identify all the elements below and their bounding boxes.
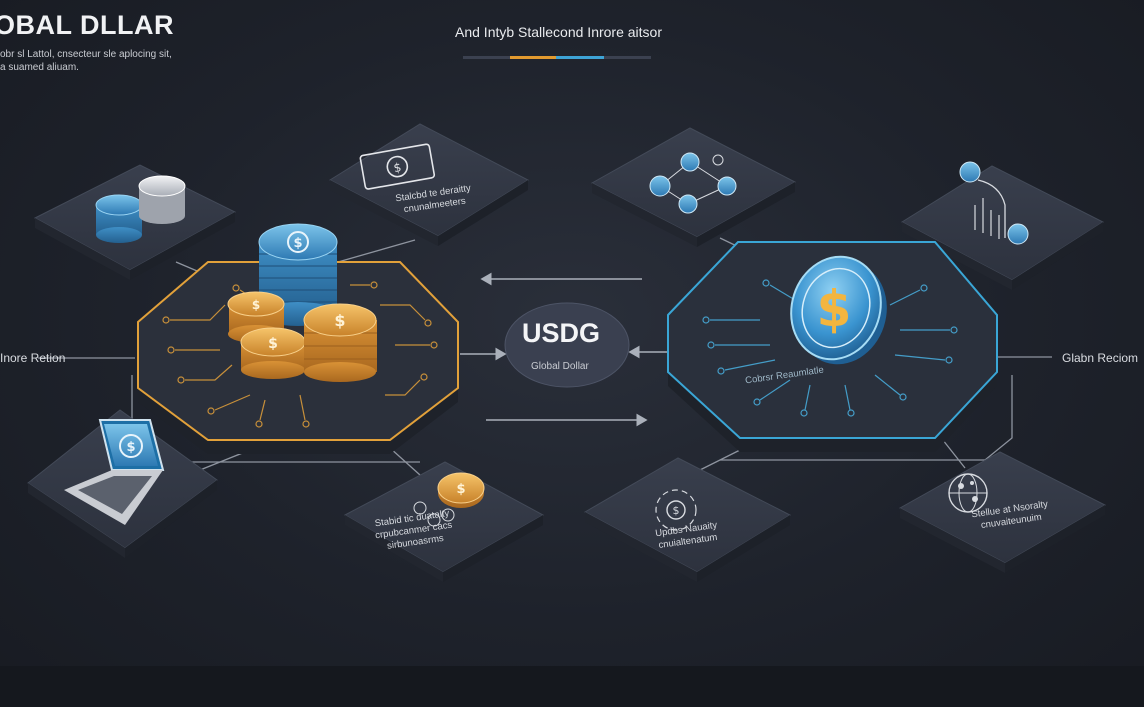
brand-title: OBAL DLLAR — [0, 10, 174, 40]
svg-text:$: $ — [817, 280, 852, 338]
usdg-subtitle: Global Dollar — [531, 361, 589, 372]
svg-text:$: $ — [293, 236, 302, 251]
globe-icon — [948, 473, 988, 513]
brand-subtitle: obr sl Lattol, cnsecteur sle aplocing si… — [0, 49, 172, 73]
gold-coin-stack-right: $ — [303, 303, 377, 382]
card-bottom-right-center — [583, 457, 792, 582]
svg-text:$: $ — [673, 504, 680, 517]
banknote-icon: $ — [359, 143, 436, 190]
left-platform: $ $ $ — [137, 223, 459, 454]
card-top-center — [328, 123, 530, 246]
flow-arrows — [460, 272, 668, 427]
svg-text:$: $ — [393, 160, 403, 175]
svg-text:$: $ — [126, 440, 135, 455]
right-platform: $ — [667, 241, 998, 452]
card-bottom-center — [343, 461, 545, 582]
region-label-right: Glabn Reciom — [1062, 351, 1139, 365]
header-title: And Intyb Stallecond Inrore aitsor — [455, 24, 663, 40]
svg-text:$: $ — [252, 298, 260, 312]
region-label-left: Inore Retion — [0, 351, 66, 365]
right-circuit-traces — [702, 279, 958, 417]
svg-text:$: $ — [334, 311, 345, 330]
network-nodes-icon — [649, 152, 737, 214]
gold-coin-stack-center: $ — [240, 327, 306, 379]
card-bottom-right — [898, 451, 1107, 573]
dollar-coin-icon: $ — [790, 255, 887, 365]
card-top-right-center — [590, 127, 797, 247]
svg-text:$: $ — [268, 336, 278, 352]
card-top-right — [900, 165, 1105, 290]
laptop-icon: $ — [64, 419, 165, 525]
svg-text:$: $ — [456, 482, 465, 497]
left-circuit-traces — [162, 281, 438, 428]
coin-stack-icon — [95, 175, 186, 243]
bottom-band — [0, 666, 1144, 707]
header-progress-bar — [463, 56, 651, 59]
usdg-node — [504, 302, 630, 388]
analytics-chart-icon — [959, 161, 1029, 245]
cycle-icon: $ — [655, 489, 697, 531]
usdg-title: USDG — [522, 318, 601, 348]
gold-coin-icon: $ — [413, 472, 485, 527]
